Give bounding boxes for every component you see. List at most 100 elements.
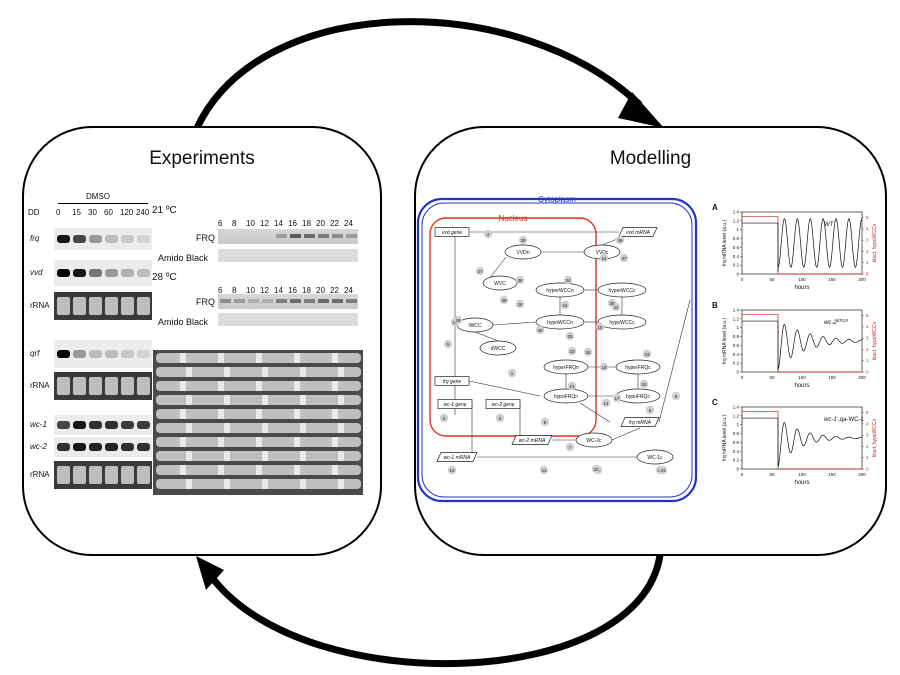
blot-row-label: wc-2 — [30, 442, 47, 451]
reaction-number: 20 — [639, 379, 649, 389]
timepoint-label: 15 — [72, 208, 81, 217]
svg-text:25: 25 — [567, 334, 573, 339]
svg-text:50: 50 — [769, 472, 775, 477]
svg-text:50: 50 — [769, 375, 775, 380]
svg-text:150: 150 — [828, 472, 836, 477]
conidiation-band — [338, 395, 344, 405]
network-node-frq-mrna: frq mRNA — [620, 417, 660, 427]
condition-line — [58, 203, 148, 204]
reaction-number: 38 — [515, 275, 525, 285]
svg-text:WVC: WVC — [494, 281, 506, 287]
svg-text:wc-1 mRNA: wc-1 mRNA — [444, 455, 471, 461]
timepoint-label: 240 — [136, 208, 150, 217]
network-edge — [492, 321, 537, 326]
svg-text:0: 0 — [866, 272, 869, 277]
network-node-hypo-wcc-c: hypoWCCc — [597, 314, 647, 330]
network-node-hyper-frq-n: hyperFRQn — [543, 359, 589, 375]
frq-band — [220, 299, 231, 303]
reaction-number: 35 — [607, 298, 617, 308]
svg-text:lWCC: lWCC — [468, 323, 481, 329]
svg-text:vvd mRNA: vvd mRNA — [626, 230, 651, 236]
network-node-wc1-mrna: wc-1 mRNA — [436, 452, 478, 462]
svg-text:20: 20 — [641, 382, 647, 387]
frq-band — [318, 299, 329, 303]
blot-band — [89, 235, 102, 243]
conidiation-band — [256, 409, 262, 419]
svg-text:A: A — [712, 203, 718, 212]
blot-band — [57, 443, 70, 451]
svg-text:150: 150 — [828, 277, 836, 282]
svg-text:1.2: 1.2 — [733, 316, 740, 321]
svg-text:34: 34 — [565, 278, 571, 283]
network-node-hyper-wcc-c: hyperWCCc — [597, 282, 647, 298]
frq-band — [304, 299, 315, 303]
race-tube — [156, 423, 361, 433]
reaction-number: 40 — [535, 325, 545, 335]
blot-band — [89, 443, 102, 451]
svg-text:7: 7 — [569, 445, 572, 450]
reaction-number: 1 — [507, 368, 517, 378]
blot-band — [137, 350, 150, 358]
svg-text:2: 2 — [866, 347, 869, 352]
svg-text:0.4: 0.4 — [733, 449, 740, 454]
reaction-number: 9 — [671, 391, 681, 401]
svg-text:hypoFRQc: hypoFRQc — [626, 394, 650, 400]
reaction-number: 11 — [539, 465, 549, 475]
reaction-number: 8 — [540, 417, 550, 427]
svg-text:WT: WT — [824, 222, 835, 228]
svg-text:10: 10 — [449, 468, 455, 473]
hour-label: 6 — [218, 219, 223, 228]
timepoint-label: 30 — [88, 208, 97, 217]
reaction-number: 37 — [619, 253, 629, 263]
conidiation-band — [300, 423, 306, 433]
blot-band — [89, 297, 102, 315]
frq-band — [346, 234, 357, 238]
modelling-title: Modelling — [609, 148, 692, 169]
timepoint-label: 120 — [120, 208, 134, 217]
blot-band — [137, 235, 150, 243]
hour-label: 14 — [274, 219, 283, 228]
network-node-wc2-gene: wc-2 gene — [485, 399, 521, 409]
svg-text:hyperWCCc: hyperWCCc — [609, 288, 636, 294]
conidiation-band — [332, 437, 338, 447]
conidiation-band — [332, 381, 338, 391]
reaction-number: 3 — [495, 413, 505, 423]
svg-text:0.8: 0.8 — [733, 236, 740, 241]
reaction-number: 15 — [595, 322, 605, 332]
blot-row-image — [54, 292, 152, 320]
hour-label: 6 — [218, 286, 223, 295]
conidiation-band — [338, 367, 344, 377]
svg-text:B: B — [712, 301, 718, 310]
svg-text:100: 100 — [798, 472, 806, 477]
conidiation-band — [300, 479, 306, 489]
reaction-number: 26 — [583, 347, 593, 357]
svg-text:0.4: 0.4 — [733, 352, 740, 357]
conidiation-band — [218, 381, 224, 391]
reaction-number: 7 — [565, 442, 575, 452]
conidiation-band — [338, 423, 344, 433]
network-edge — [468, 380, 541, 397]
hour-label: 10 — [246, 219, 255, 228]
svg-text:hypoWCCn: hypoWCCn — [547, 320, 573, 326]
reaction-number: 25 — [565, 331, 575, 341]
blot-row-image — [54, 415, 152, 435]
blot-band — [73, 377, 86, 395]
svg-text:VVDc: VVDc — [596, 250, 609, 256]
blot-band — [73, 235, 86, 243]
network-edge — [611, 427, 641, 441]
conidiation-band — [294, 465, 300, 475]
svg-text:200: 200 — [858, 277, 866, 282]
svg-text:200: 200 — [858, 472, 866, 477]
conidiation-band — [180, 381, 186, 391]
svg-text:16: 16 — [601, 256, 607, 261]
frq-band — [248, 299, 259, 303]
blot-row-image — [54, 340, 152, 368]
svg-text:frq mRNA level (a.u.): frq mRNA level (a.u.) — [722, 219, 728, 266]
conidiation-band — [224, 423, 230, 433]
conidiation-band — [180, 437, 186, 447]
svg-text:33: 33 — [569, 349, 575, 354]
